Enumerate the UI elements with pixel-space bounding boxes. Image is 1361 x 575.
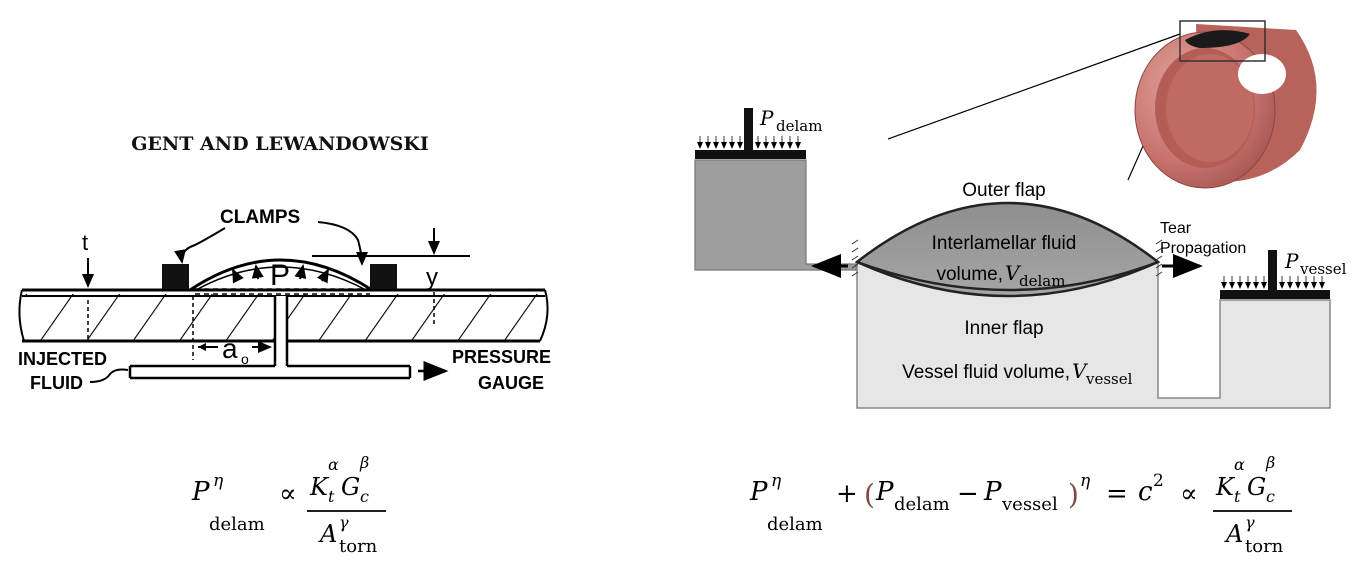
left-heading: GENT AND LEWANDOWSKI	[131, 133, 429, 155]
vessel-pressure-arrows	[1221, 276, 1325, 289]
clamps-label: CLAMPS	[220, 207, 300, 228]
inner-flap-label: Inner flap	[964, 318, 1043, 339]
eq-right-equals: =	[1106, 479, 1128, 509]
eq-right-p3: P	[983, 477, 1002, 507]
eq-left-propto: ∝	[279, 479, 297, 509]
equation-right: P η delam + ( P delam − P vessel ) η = c…	[749, 453, 1292, 557]
equation-left: P η delam ∝ K α t G β c A γ torn	[191, 453, 386, 557]
eq-right-a: A	[1224, 520, 1243, 548]
vessel-piston-rod	[1268, 250, 1277, 292]
eq-right-propto: ∝	[1180, 479, 1198, 509]
v-delam-subscript: delam	[1019, 272, 1065, 290]
fluid-model-diagram: P delam P vessel	[694, 20, 1347, 409]
eq-right-delam: delam	[767, 514, 823, 535]
inner-flap-line	[856, 260, 1159, 292]
eq-right-g: G	[1247, 473, 1266, 501]
lens-tip-hatch-right	[1155, 239, 1163, 277]
outer-flap-label: Outer flap	[962, 180, 1045, 201]
eq-right-p2: P	[875, 477, 894, 507]
fluid-label: FLUID	[30, 373, 83, 393]
blister: P	[189, 258, 373, 295]
vessel-volume-label: Vessel fluid volume,	[902, 362, 1070, 383]
eq-left-p: P	[191, 477, 210, 507]
eq-left-c: c	[360, 487, 369, 506]
volume-label: volume,	[936, 264, 1003, 285]
deflection-label: y	[426, 264, 438, 291]
tear-label: Tear	[1160, 220, 1192, 237]
delam-piston-rod	[744, 108, 753, 152]
interlamellar-label: Interlamellar fluid	[932, 233, 1077, 254]
delam-piston	[695, 150, 806, 159]
eq-left-delam: delam	[209, 514, 265, 535]
pressure-gauge-label-2: GAUGE	[478, 373, 544, 393]
injected-label: INJECTED	[18, 349, 107, 369]
eq-right-alpha: α	[1234, 455, 1245, 474]
eq-right-open-paren: (	[864, 478, 875, 511]
eq-right-plus: +	[836, 479, 858, 509]
pressure-gauge-label-1: PRESSURE	[452, 347, 551, 367]
eq-right-c: c	[1266, 487, 1275, 506]
lens-tip-hatch-left	[851, 239, 859, 277]
eq-left-a: A	[318, 520, 337, 548]
eq-left-eta: η	[213, 471, 224, 491]
v-vessel-subscript: vessel	[1085, 370, 1133, 388]
v-vessel-label: V	[1072, 359, 1089, 383]
vessel-piston	[1220, 290, 1330, 299]
gent-lewandowski-diagram: GENT AND LEWANDOWSKI P	[18, 133, 551, 393]
p-delam-subscript: delam	[776, 117, 822, 135]
eq-left-gamma: γ	[339, 513, 349, 532]
vessel-tube-illustration	[1134, 20, 1317, 189]
eq-left-g: G	[341, 473, 360, 501]
eq-left-alpha: α	[328, 455, 339, 474]
p-vessel-subscript: vessel	[1299, 260, 1347, 278]
radius-label: a	[222, 333, 238, 364]
eq-right-torn: torn	[1245, 536, 1284, 557]
eq-right-two: 2	[1153, 471, 1164, 491]
delam-reservoir	[694, 159, 857, 271]
clamp-left	[162, 264, 189, 289]
eq-left-t: t	[328, 487, 335, 506]
eq-right-delam2: delam	[894, 494, 950, 515]
eq-right-k: K	[1215, 473, 1236, 501]
eq-left-torn: torn	[339, 536, 378, 557]
pressure-label: P	[270, 259, 290, 292]
eq-right-close-paren: )	[1068, 478, 1079, 511]
clamp-right	[370, 264, 397, 289]
v-delam-label: V	[1005, 261, 1022, 285]
rubber-sheet	[18, 288, 549, 366]
eq-right-c-sq: c	[1138, 477, 1153, 507]
eq-right-beta: β	[1265, 453, 1275, 472]
eq-right-vessel: vessel	[1001, 494, 1058, 515]
p-delam-label: P	[759, 106, 774, 130]
eq-left-beta: β	[359, 453, 369, 472]
eq-right-eta: η	[771, 471, 782, 491]
eq-right-minus: −	[957, 479, 979, 509]
thickness-label: t	[82, 230, 88, 255]
zoom-line-top	[887, 33, 1181, 140]
eq-right-eta2: η	[1080, 471, 1091, 491]
propagation-label: Propagation	[1160, 240, 1246, 257]
eq-right-gamma: γ	[1245, 513, 1255, 532]
eq-right-p: P	[749, 477, 768, 507]
radius-subscript: o	[241, 351, 249, 367]
delam-pressure-arrows	[697, 136, 801, 149]
eq-right-t: t	[1234, 487, 1241, 506]
p-vessel-label: P	[1284, 249, 1299, 273]
eq-left-k: K	[309, 473, 330, 501]
